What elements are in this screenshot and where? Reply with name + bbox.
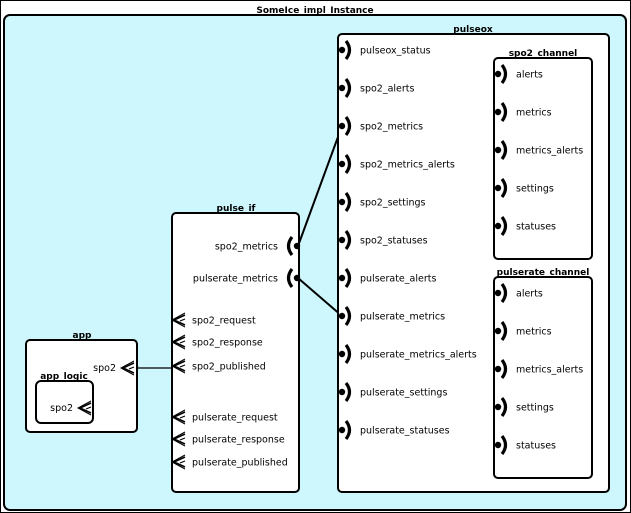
pulseox-spo2-settings-port-icon[interactable]: [338, 192, 352, 212]
pulse-if-pulserate-request-port-icon[interactable]: [170, 409, 186, 425]
pulseox-spo2-statuses-port-icon[interactable]: [338, 230, 352, 250]
pulseox-pulserate-metrics-label: pulserate_metrics: [360, 312, 445, 323]
pulse-if-pulserate-metrics-label: pulserate_metrics: [193, 274, 278, 285]
pulserate-channel-statuses-label: statuses: [516, 441, 556, 452]
pulseox-pulserate-metrics-port-icon[interactable]: [338, 306, 352, 326]
pulserate-channel-alerts-label: alerts: [516, 289, 543, 300]
spo2-channel-statuses-label: statuses: [516, 222, 556, 233]
pulserate-channel-box[interactable]: [493, 276, 593, 479]
pulseox-spo2-alerts-label: spo2_alerts: [360, 84, 415, 95]
conn-pulserate-metrics: [297, 277, 343, 317]
pulserate-channel-metrics-alerts-port-icon[interactable]: [494, 359, 508, 379]
pulse-if-pulserate-published-label: pulserate_published: [192, 458, 288, 469]
pulseox-pulserate-statuses-label: pulserate_statuses: [360, 426, 450, 437]
pulseox-spo2-metrics-port-icon[interactable]: [338, 116, 352, 136]
app-ports: [76, 360, 135, 416]
spo2-channel-alerts-label: alerts: [516, 70, 543, 81]
pulserate-channel-metrics-alerts-label: metrics_alerts: [516, 365, 583, 376]
pulseox-title: pulseox: [453, 25, 493, 35]
spo2-channel-statuses-port-icon[interactable]: [494, 216, 508, 236]
pulse-if-pulserate-response-port-icon[interactable]: [170, 431, 186, 447]
app-logic-title: app_logic: [40, 372, 88, 382]
pulse-if-title: pulse_if: [217, 204, 256, 214]
pulseox-spo2-metrics-label: spo2_metrics: [360, 122, 423, 133]
pulserate-channel-settings-port-icon[interactable]: [494, 397, 508, 417]
pulse-if-spo2-metrics-port-icon[interactable]: [286, 236, 301, 256]
app-port-label: spo2: [93, 363, 116, 374]
pulse-if-spo2-request-port-icon[interactable]: [170, 312, 186, 328]
pulse-if-spo2-response-label: spo2_response: [192, 338, 263, 349]
pulserate-channel-alerts-port-icon[interactable]: [494, 283, 508, 303]
pulserate-channel-statuses-port-icon[interactable]: [494, 435, 508, 455]
spo2-channel-alerts-port-icon[interactable]: [494, 64, 508, 84]
pulseox-pulserate-settings-label: pulserate_settings: [360, 388, 447, 399]
spo2-channel-box[interactable]: [493, 57, 593, 260]
app-logic-spo2-port-icon[interactable]: [76, 400, 92, 416]
pulse-if-pulserate-metrics-port-icon[interactable]: [286, 268, 301, 288]
pulse-if-spo2-request-label: spo2_request: [192, 316, 256, 327]
pulseox-pulserate-metrics-alerts-label: pulserate_metrics_alerts: [360, 350, 477, 361]
spo2-channel-settings-label: settings: [516, 184, 554, 195]
pulseox-spo2-metrics-alerts-label: spo2_metrics_alerts: [360, 160, 455, 171]
pulseox-spo2-statuses-label: spo2_statuses: [360, 236, 428, 247]
pulseox-pulseox-status-label: pulseox_status: [360, 46, 431, 57]
app-spo2-port-icon[interactable]: [119, 360, 135, 376]
spo2-channel-metrics-alerts-port-icon[interactable]: [494, 140, 508, 160]
pulseox-pulserate-alerts-port-icon[interactable]: [338, 268, 352, 288]
spo2-channel-ports: alerts metrics metrics_alerts settings statu…: [494, 64, 583, 236]
pulseox-spo2-metrics-alerts-port-icon[interactable]: [338, 154, 352, 174]
pulse-if-pulserate-response-label: pulserate_response: [192, 435, 285, 446]
pulseox-pulserate-metrics-alerts-port-icon[interactable]: [338, 344, 352, 364]
pulse-if-spo2-published-label: spo2_published: [192, 362, 266, 373]
spo2-channel-settings-port-icon[interactable]: [494, 178, 508, 198]
spo2-channel-metrics-port-icon[interactable]: [494, 102, 508, 122]
pulserate-channel-title: pulserate_channel: [497, 268, 590, 278]
pulseox-pulseox-status-port-icon[interactable]: [338, 40, 352, 60]
app-logic-box[interactable]: [35, 380, 94, 424]
app-logic-port-label: spo2: [50, 403, 73, 414]
app-title: app: [73, 331, 93, 341]
pulse-if-ports: spo2_metrics pulserate_metrics spo2_reques…: [170, 236, 301, 470]
pulseox-spo2-settings-label: spo2_settings: [360, 198, 426, 209]
spo2-channel-title: spo2_channel: [509, 49, 578, 59]
spo2-channel-metrics-alerts-label: metrics_alerts: [516, 146, 583, 157]
pulserate-channel-settings-label: settings: [516, 403, 554, 414]
pulseox-pulserate-settings-port-icon[interactable]: [338, 382, 352, 402]
pulseox-ports: pulseox_status spo2_alerts spo2_metricsspo…: [338, 40, 477, 440]
pulse-if-spo2-published-port-icon[interactable]: [170, 358, 186, 374]
pulseox-spo2-alerts-port-icon[interactable]: [338, 78, 352, 98]
pulse-if-box[interactable]: [171, 212, 300, 493]
pulserate-channel-metrics-label: metrics: [516, 327, 552, 338]
instance-title: SomeIce_impl_Instance: [256, 6, 373, 16]
pulseox-pulserate-alerts-label: pulserate_alerts: [360, 274, 436, 285]
pulse-if-spo2-metrics-label: spo2_metrics: [215, 242, 278, 253]
pulseox-pulserate-statuses-port-icon[interactable]: [338, 420, 352, 440]
pulserate-channel-metrics-port-icon[interactable]: [494, 321, 508, 341]
pulserate-channel-ports: alerts metrics metrics_alerts settings statu…: [494, 283, 583, 455]
pulse-if-pulserate-published-port-icon[interactable]: [170, 454, 186, 470]
pulse-if-spo2-response-port-icon[interactable]: [170, 334, 186, 350]
spo2-channel-metrics-label: metrics: [516, 108, 552, 119]
conn-spo2-metrics: [297, 125, 343, 247]
pulse-if-pulserate-request-label: pulserate_request: [192, 413, 278, 424]
